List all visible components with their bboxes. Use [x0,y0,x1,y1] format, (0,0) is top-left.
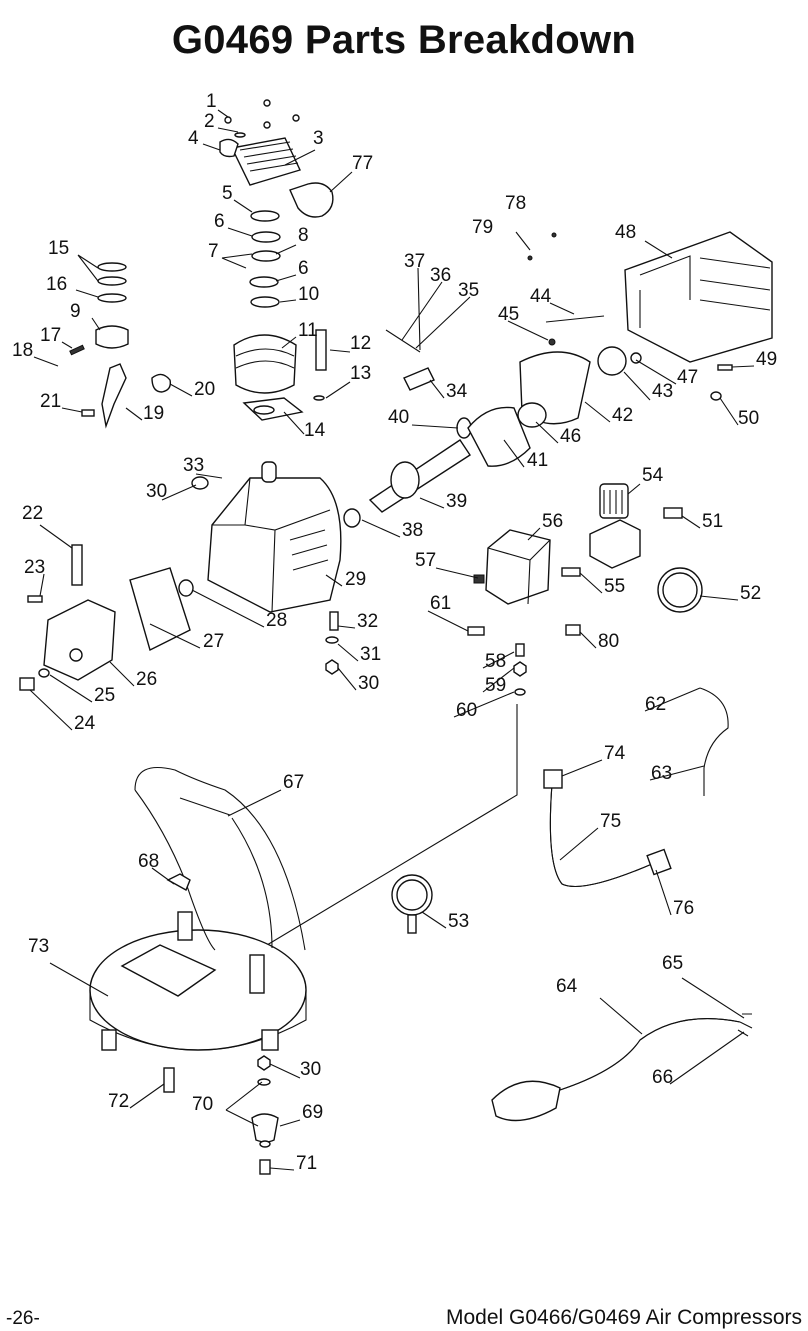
part-label-62: 62 [645,694,667,715]
part-label-71: 71 [296,1153,318,1174]
part-label-17: 17 [40,325,62,346]
part-label-12: 12 [350,333,372,354]
part-label-51: 51 [702,511,724,532]
part-label-24: 24 [74,713,96,734]
part-label-35: 35 [458,280,480,301]
part-label-61: 61 [430,593,452,614]
part-label-59: 59 [485,675,507,696]
part-label-30: 30 [358,673,380,694]
part-label-39: 39 [446,491,468,512]
part-label-23: 23 [24,557,46,578]
part-label-76: 76 [673,898,695,919]
part-label-18: 18 [12,340,34,361]
part-label-41: 41 [527,450,549,471]
part-label-13: 13 [350,363,372,384]
part-label-6: 6 [298,258,309,279]
part-label-73: 73 [28,936,50,957]
part-label-49: 49 [756,349,778,370]
part-label-9: 9 [70,301,81,322]
part-label-22: 22 [22,503,44,524]
part-label-46: 46 [560,426,582,447]
tubes-and-hoses [391,687,729,934]
part-label-60: 60 [456,700,478,721]
cylinder-head [219,99,334,218]
part-label-25: 25 [94,685,116,706]
part-label-74: 74 [604,743,626,764]
part-label-56: 56 [542,511,564,532]
side-cover [19,544,116,691]
page-title: G0469 Parts Breakdown [171,18,637,62]
part-label-2: 2 [204,111,215,132]
part-label-79: 79 [472,217,494,238]
model-name: Model G0466/G0469 Air Compressors [445,1306,802,1329]
part-label-5: 5 [222,183,233,204]
leader-lines [29,109,755,1171]
part-label-43: 43 [652,381,674,402]
part-label-48: 48 [615,222,637,243]
part-label-54: 54 [642,465,664,486]
part-label-20: 20 [194,379,216,400]
part-label-53: 53 [448,911,470,932]
tank [89,766,307,1175]
part-label-64: 64 [556,976,578,997]
fan-shroud [624,231,773,401]
part-label-75: 75 [600,811,622,832]
part-label-30: 30 [146,481,168,502]
part-label-38: 38 [402,520,424,541]
part-label-26: 26 [136,669,158,690]
part-label-68: 68 [138,851,160,872]
part-label-34: 34 [446,381,468,402]
part-label-37: 37 [404,251,426,272]
part-label-66: 66 [652,1067,674,1088]
part-label-3: 3 [313,128,324,149]
manifold-and-regulator [261,483,703,949]
part-label-1: 1 [206,91,217,112]
part-label-36: 36 [430,265,452,286]
part-label-8: 8 [298,225,309,246]
part-label-14: 14 [304,420,326,441]
part-label-50: 50 [738,408,760,429]
part-label-7: 7 [208,241,219,262]
part-label-21: 21 [40,391,62,412]
part-label-28: 28 [266,610,288,631]
part-label-11: 11 [298,320,318,341]
part-label-31: 31 [360,644,382,665]
part-label-44: 44 [530,286,552,307]
part-label-6: 6 [214,211,225,232]
part-label-16: 16 [46,274,68,295]
piston-and-rod [69,262,172,429]
part-label-72: 72 [108,1091,130,1112]
part-label-80: 80 [598,631,620,652]
part-label-29: 29 [345,569,367,590]
part-label-10: 10 [298,284,320,305]
crankshaft-and-fan [368,232,642,513]
part-label-30: 30 [300,1059,322,1080]
part-label-63: 63 [651,763,673,784]
part-label-42: 42 [612,405,634,426]
part-label-4: 4 [188,128,199,149]
power-cord [491,1013,753,1122]
part-label-58: 58 [485,651,507,672]
part-label-70: 70 [192,1094,214,1115]
part-label-45: 45 [498,304,520,325]
page-number: -26- [6,1308,40,1329]
part-label-57: 57 [415,550,437,571]
part-label-65: 65 [662,953,684,974]
part-label-47: 47 [677,367,699,388]
part-label-40: 40 [388,407,410,428]
part-label-33: 33 [183,455,205,476]
part-label-52: 52 [740,583,762,604]
part-label-19: 19 [143,403,165,424]
part-label-27: 27 [203,631,225,652]
part-label-78: 78 [505,193,527,214]
part-label-69: 69 [302,1102,324,1123]
part-label-67: 67 [283,772,305,793]
gaskets-and-valve-plate [233,210,327,421]
crankcase [129,461,361,675]
part-label-55: 55 [604,576,626,597]
part-label-15: 15 [48,238,70,259]
part-label-77: 77 [352,153,374,174]
part-label-32: 32 [357,611,379,632]
